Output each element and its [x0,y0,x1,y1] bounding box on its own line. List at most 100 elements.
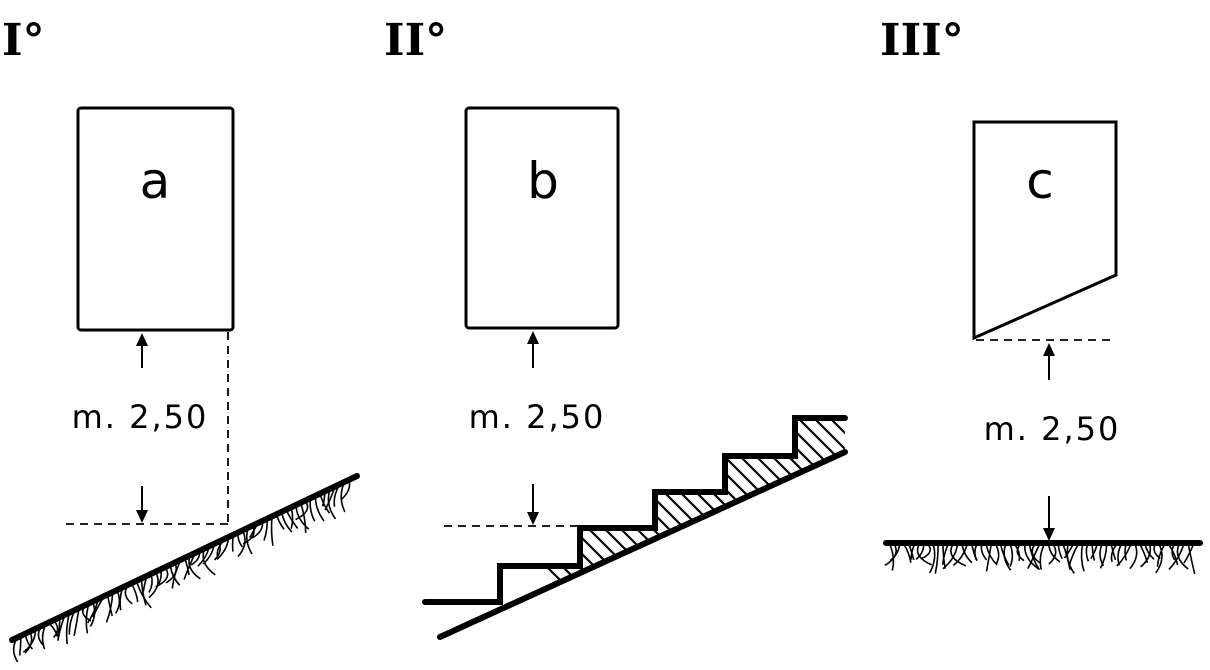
grass-stroke [1171,544,1176,561]
grass-stroke [49,623,58,637]
grass-stroke [1139,544,1149,564]
grass-stroke [92,597,104,618]
panel-1: I° a m. 2,50 [2,15,360,663]
grass-stroke [18,637,22,656]
grass-stroke [1048,544,1061,563]
grass-stroke [65,614,70,645]
grass-stroke [213,542,221,561]
grass-stroke [237,533,244,548]
grass-stroke [327,489,337,520]
panel-3: III° c m. 2,50 [880,15,1203,575]
grass-stroke [1183,544,1194,564]
grass-stroke [216,539,225,556]
grass-stroke [942,544,959,570]
panel-2: II° b m. 2,50 [384,15,848,640]
grass-stroke [171,560,181,589]
grass-stroke [280,512,293,533]
grass-stroke [263,519,268,541]
grass-stroke [1140,544,1152,568]
panel-2-arrow-up [527,331,539,344]
grass-stroke [1129,544,1138,570]
grass-stroke [148,574,153,593]
grass-stroke [1156,544,1165,567]
grass-stroke [1110,544,1117,561]
grass-stroke [1068,544,1079,567]
grass-stroke [314,496,325,522]
grass-stroke [142,577,148,592]
grass-stroke [941,544,949,565]
grass-stroke [12,639,19,663]
panel-2-measure: m. 2,50 [469,398,606,436]
grass-stroke [22,630,37,653]
grass-stroke [950,544,967,567]
grass-stroke [237,530,246,558]
grass-stroke [340,482,346,513]
grass-stroke [1144,544,1155,560]
grass-stroke [910,544,915,560]
grass-stroke [321,491,326,507]
grass-stroke [197,547,210,567]
stair-hatch-line [763,418,845,637]
grass-stroke [68,611,75,635]
grass-stroke [915,544,925,561]
grass-stroke [231,535,235,552]
grass-stroke [1031,544,1040,564]
panel-1-roman-numeral: I° [2,15,45,66]
grass-stroke [1116,544,1132,567]
grass-stroke [87,600,99,624]
grass-stroke [270,517,274,546]
panel-1-arrow-up [136,333,148,346]
grass-stroke [57,619,61,637]
grass-stroke [41,625,46,650]
grass-stroke [85,605,90,634]
panel-2-stair-steps [422,415,848,605]
panel-3-letter: c [1026,152,1054,210]
grass-stroke [1023,544,1040,570]
grass-stroke [1099,544,1108,569]
grass-stroke [952,544,968,567]
grass-stroke [52,621,59,638]
panel-2-letter: b [527,152,559,210]
stair-hatch-line [699,418,845,637]
grass-stroke [119,588,123,611]
grass-stroke [309,498,316,522]
grass-stroke [333,484,341,507]
grass-stroke [190,552,201,566]
grass-stroke [105,593,114,623]
grass-stroke [202,544,215,565]
grass-stroke [974,544,978,562]
grass-stroke [341,480,351,500]
grass-stroke [124,586,133,605]
panel-1-letter: a [140,152,171,210]
panel-1-arrow-down [136,510,148,523]
grass-stroke [115,591,121,614]
grass-stroke [106,595,113,617]
grass-stroke [980,544,988,561]
grass-stroke [251,521,264,539]
stair-hatch-line [635,418,845,637]
grass-stroke [1168,544,1179,566]
panel-3-flat-terrain [883,540,1203,575]
panel-3-arrow-up [1043,343,1055,356]
panel-1-measure: m. 2,50 [72,398,209,436]
grass-stroke [1027,544,1040,569]
stair-hatch-line [683,418,845,637]
grass-stroke [157,570,162,585]
grass-stroke [1048,544,1057,565]
grass-stroke [140,579,147,606]
grass-stroke [131,584,139,602]
panel-3-measure: m. 2,50 [984,410,1121,448]
panel-3-arrow-down [1043,528,1055,541]
panel-2-roman-numeral: II° [384,15,447,66]
grass-stroke [1085,544,1090,562]
grass-stroke [300,503,307,533]
panel-2-box [464,106,620,330]
grass-stroke [1080,544,1085,572]
panel-3-box [972,120,1118,341]
panel-1-sloped-terrain [9,473,360,663]
grass-stroke [985,544,992,572]
grass-stroke [216,538,230,560]
grass-stroke [1168,544,1185,570]
stair-hatch-line [779,418,845,637]
